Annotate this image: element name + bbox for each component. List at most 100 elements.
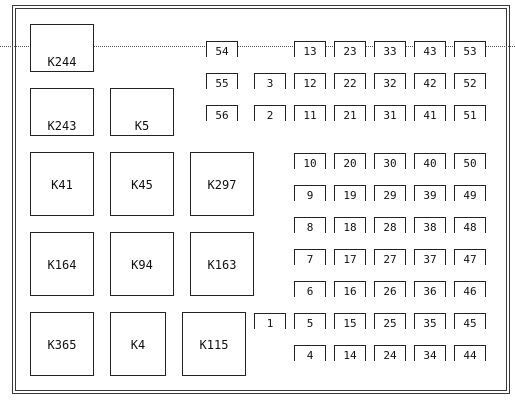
fuse-label: 50 — [455, 158, 485, 169]
fuse-label: 18 — [335, 222, 365, 233]
fuse-label: 25 — [375, 318, 405, 329]
fuse-23: 23 — [334, 41, 366, 57]
relay-k5: K5 — [110, 88, 174, 136]
fuse-31: 31 — [374, 105, 406, 121]
fuse-label: 49 — [455, 190, 485, 201]
fuse-42: 42 — [414, 73, 446, 89]
fuse-20: 20 — [334, 153, 366, 169]
fuse-47: 47 — [454, 249, 486, 265]
fuse-1: 1 — [254, 313, 286, 329]
relay-k4: K4 — [110, 312, 166, 376]
fuse-label: 6 — [295, 286, 325, 297]
fuse-label: 8 — [295, 222, 325, 233]
fuse-label: 22 — [335, 78, 365, 89]
fuse-44: 44 — [454, 345, 486, 361]
fuse-label: 2 — [255, 110, 285, 121]
fuse-label: 52 — [455, 78, 485, 89]
fuse-56: 56 — [206, 105, 238, 121]
fuse-label: 9 — [295, 190, 325, 201]
relay-k365: K365 — [30, 312, 94, 376]
relay-label: K4 — [130, 338, 146, 352]
fuse-label: 3 — [255, 78, 285, 89]
relay-k94: K94 — [110, 232, 174, 296]
fuse-label: 37 — [415, 254, 445, 265]
fuse-label: 36 — [415, 286, 445, 297]
relay-k41: K41 — [30, 152, 94, 216]
fuse-19: 19 — [334, 185, 366, 201]
fuse-27: 27 — [374, 249, 406, 265]
fuse-15: 15 — [334, 313, 366, 329]
fuse-label: 44 — [455, 350, 485, 361]
fuse-12: 12 — [294, 73, 326, 89]
fuse-32: 32 — [374, 73, 406, 89]
fuse-label: 45 — [455, 318, 485, 329]
fuse-26: 26 — [374, 281, 406, 297]
fuse-label: 15 — [335, 318, 365, 329]
fuse-48: 48 — [454, 217, 486, 233]
fuse-label: 16 — [335, 286, 365, 297]
fuse-7: 7 — [294, 249, 326, 265]
fuse-label: 10 — [295, 158, 325, 169]
fuse-label: 29 — [375, 190, 405, 201]
fuse-25: 25 — [374, 313, 406, 329]
relay-k244: K244 — [30, 24, 94, 72]
fuse-label: 54 — [207, 46, 237, 57]
fuse-14: 14 — [334, 345, 366, 361]
relay-label: K297 — [207, 178, 237, 192]
fuse-55: 55 — [206, 73, 238, 89]
relay-label: K365 — [47, 338, 77, 352]
fuse-46: 46 — [454, 281, 486, 297]
fuse-label: 28 — [375, 222, 405, 233]
fuse-17: 17 — [334, 249, 366, 265]
fuse-30: 30 — [374, 153, 406, 169]
relay-label: K94 — [131, 258, 153, 272]
fuse-label: 4 — [295, 350, 325, 361]
fuse-label: 27 — [375, 254, 405, 265]
fuse-label: 41 — [415, 110, 445, 121]
fuse-label: 38 — [415, 222, 445, 233]
fuse-3: 3 — [254, 73, 286, 89]
fuse-45: 45 — [454, 313, 486, 329]
fuse-label: 43 — [415, 46, 445, 57]
relay-k243: K243 — [30, 88, 94, 136]
fuse-label: 56 — [207, 110, 237, 121]
fuse-21: 21 — [334, 105, 366, 121]
fuse-28: 28 — [374, 217, 406, 233]
fuse-label: 46 — [455, 286, 485, 297]
relay-k164: K164 — [30, 232, 94, 296]
relay-k297: K297 — [190, 152, 254, 216]
fuse-label: 31 — [375, 110, 405, 121]
fuse-label: 24 — [375, 350, 405, 361]
fuse-label: 21 — [335, 110, 365, 121]
fuse-label: 47 — [455, 254, 485, 265]
fuse-label: 26 — [375, 286, 405, 297]
fuse-49: 49 — [454, 185, 486, 201]
fuse-label: 11 — [295, 110, 325, 121]
fuse-18: 18 — [334, 217, 366, 233]
fuse-41: 41 — [414, 105, 446, 121]
relay-label: K5 — [134, 119, 150, 133]
fuse-29: 29 — [374, 185, 406, 201]
relay-label: K41 — [51, 178, 73, 192]
fuse-6: 6 — [294, 281, 326, 297]
fuse-box-inner-frame — [15, 8, 507, 391]
fuse-label: 34 — [415, 350, 445, 361]
fuse-11: 11 — [294, 105, 326, 121]
fuse-52: 52 — [454, 73, 486, 89]
fuse-label: 13 — [295, 46, 325, 57]
relay-label: K164 — [47, 258, 77, 272]
relay-label: K163 — [207, 258, 237, 272]
relay-k163: K163 — [190, 232, 254, 296]
fuse-24: 24 — [374, 345, 406, 361]
relay-label: K244 — [47, 55, 77, 69]
relay-k115: K115 — [182, 312, 246, 376]
fuse-label: 39 — [415, 190, 445, 201]
fuse-33: 33 — [374, 41, 406, 57]
fuse-38: 38 — [414, 217, 446, 233]
fuse-13: 13 — [294, 41, 326, 57]
fuse-53: 53 — [454, 41, 486, 57]
relay-label: K115 — [199, 338, 229, 352]
fuse-label: 51 — [455, 110, 485, 121]
fuse-box-outer-frame — [12, 5, 510, 394]
fuse-36: 36 — [414, 281, 446, 297]
